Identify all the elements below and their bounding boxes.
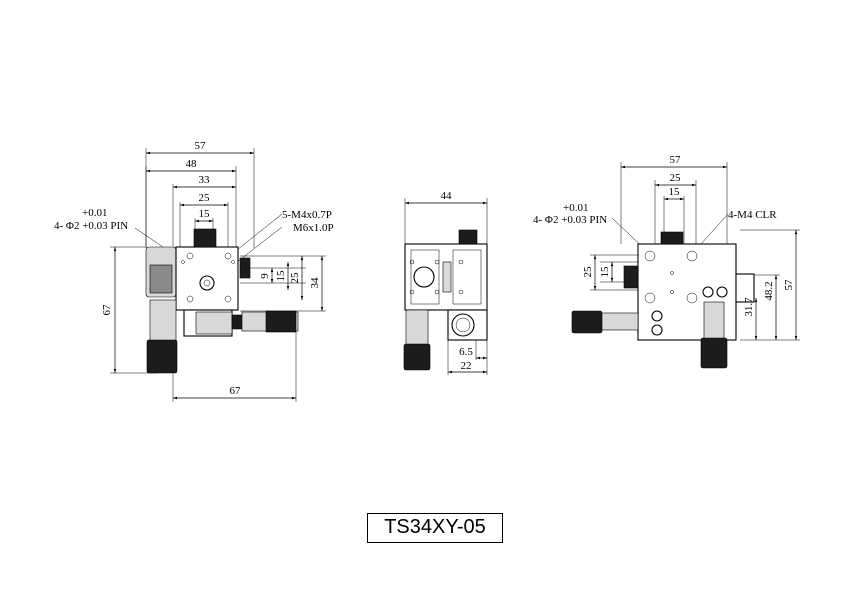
side-view: 44 6.5 22 <box>403 190 488 375</box>
rear-labels: 57 25 15 25 15 31.7 48.2 57 +0.01 4- Φ2 … <box>533 154 795 317</box>
front-view: 57 48 33 25 15 67 67 9 15 25 34 +0.01 4-… <box>54 140 334 402</box>
front-thread-note-m6: M6x1.0P <box>293 222 334 234</box>
front-dim-33: 33 <box>199 174 211 186</box>
rear-pin-note: 4- Φ2 +0.03 PIN <box>533 214 607 226</box>
front-dim-34: 34 <box>309 277 321 289</box>
side-dimension-lines <box>405 201 487 374</box>
side-stage-body <box>403 229 488 371</box>
front-pin-note: 4- Φ2 +0.03 PIN <box>54 220 128 232</box>
front-dim-15: 15 <box>199 208 211 220</box>
rear-dim-15-vert: 15 <box>599 266 611 278</box>
front-dim-25: 25 <box>199 192 211 204</box>
rear-dimension-lines <box>593 165 798 340</box>
rear-dim-57: 57 <box>670 154 682 166</box>
rear-dim-57-vert: 57 <box>783 279 795 291</box>
rear-pin-tolerance: +0.01 <box>563 202 588 214</box>
side-extension-lines <box>404 198 488 375</box>
side-dim-22: 22 <box>461 360 472 372</box>
rear-dim-48-2: 48.2 <box>763 281 775 300</box>
side-dim-44: 44 <box>441 190 453 202</box>
rear-view: 57 25 15 25 15 31.7 48.2 57 +0.01 4- Φ2 … <box>533 154 800 369</box>
side-labels: 44 6.5 22 <box>441 190 474 372</box>
front-dim-67-height: 67 <box>101 304 113 316</box>
front-dim-57: 57 <box>195 140 207 152</box>
front-stage-body <box>145 228 299 374</box>
rear-stage-body <box>571 231 755 369</box>
front-dim-67-width: 67 <box>230 385 242 397</box>
rear-dim-15: 15 <box>669 186 681 198</box>
front-dim-9: 9 <box>259 273 271 279</box>
front-dim-15-vert: 15 <box>275 270 287 282</box>
front-dim-48: 48 <box>186 158 198 170</box>
rear-dim-25: 25 <box>670 172 682 184</box>
front-dim-25-vert: 25 <box>289 272 301 284</box>
model-title: TS34XY-05 <box>367 513 503 543</box>
front-pin-tolerance: +0.01 <box>82 207 107 219</box>
rear-dim-25-vert: 25 <box>582 266 594 278</box>
rear-clr-note: 4-M4 CLR <box>728 209 777 221</box>
side-dim-6-5: 6.5 <box>459 346 473 358</box>
front-thread-note-m4: 5-M4x0.7P <box>282 209 332 221</box>
front-dimension-lines <box>113 151 324 400</box>
front-labels: 57 48 33 25 15 67 67 9 15 25 34 +0.01 4-… <box>54 140 334 397</box>
rear-dim-31-7: 31.7 <box>743 297 755 317</box>
